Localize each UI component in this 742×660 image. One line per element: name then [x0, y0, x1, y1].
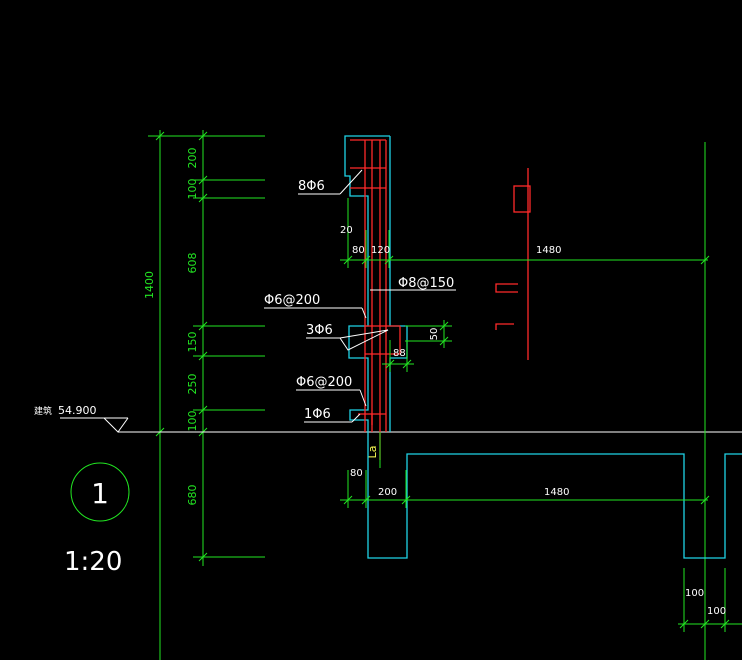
dim-120: 120 [371, 245, 390, 256]
dim-200: 200 [378, 487, 397, 498]
label-phi8-150: Φ8@150 [398, 276, 454, 291]
dim-seg-150: 150 [186, 332, 199, 353]
anchorage-length: La [366, 432, 381, 468]
dim-1480-top: 1480 [536, 245, 561, 256]
rebar-callouts: 8Φ6 Φ8@150 Φ6@200 3Φ6 Φ6@200 1Φ6 [264, 169, 456, 423]
label-top-8phi6: 8Φ6 [298, 179, 325, 194]
slab-beam-outline [367, 432, 742, 559]
bottom-right-dimensions: 100 100 [678, 568, 742, 632]
dim-seg-608: 608 [186, 253, 199, 274]
dim-total-1400: 1400 [143, 271, 156, 299]
dim-seg-250: 250 [186, 374, 199, 395]
dim-seg-100-top: 100 [186, 179, 199, 200]
elevation-prefix: 建筑 [34, 405, 52, 417]
dim-100-b: 100 [707, 606, 726, 617]
label-phi6-200-mid: Φ6@200 [264, 293, 320, 308]
dim-80-bottom: 80 [350, 468, 363, 479]
elevation-mark: 建筑 54.900 [34, 404, 129, 433]
detail-scale: 1:20 [64, 547, 122, 577]
label-1phi6: 1Φ6 [304, 407, 331, 422]
dim-below-680: 680 [186, 485, 199, 506]
dim-80-top: 80 [352, 245, 365, 256]
section-detail-right [495, 168, 531, 360]
dim-88: 88 [393, 348, 406, 359]
top-dimension-row: 20 80 120 1480 [340, 142, 710, 660]
dim-50: 50 [429, 328, 440, 341]
dim-seg-200: 200 [186, 148, 199, 169]
label-phi6-200-low: Φ6@200 [296, 375, 352, 390]
label-3phi6: 3Φ6 [306, 323, 333, 338]
dim-seg-100-bottom: 100 [186, 411, 199, 432]
elevation-value: 54.900 [58, 404, 97, 417]
parapet-rebar [350, 139, 401, 460]
detail-marker: 1 1:20 [64, 462, 130, 577]
dim-1480-bottom: 1480 [544, 487, 569, 498]
dim-la: La [366, 446, 379, 459]
dim-20: 20 [340, 225, 353, 236]
dim-100-a: 100 [685, 588, 704, 599]
detail-number: 1 [91, 477, 109, 510]
left-dimension-chain: 1400 200 100 608 150 250 100 680 [143, 130, 265, 660]
ledge-dimensions: 50 88 [382, 320, 452, 372]
bottom-dimension-row: 80 200 1480 [340, 468, 710, 508]
